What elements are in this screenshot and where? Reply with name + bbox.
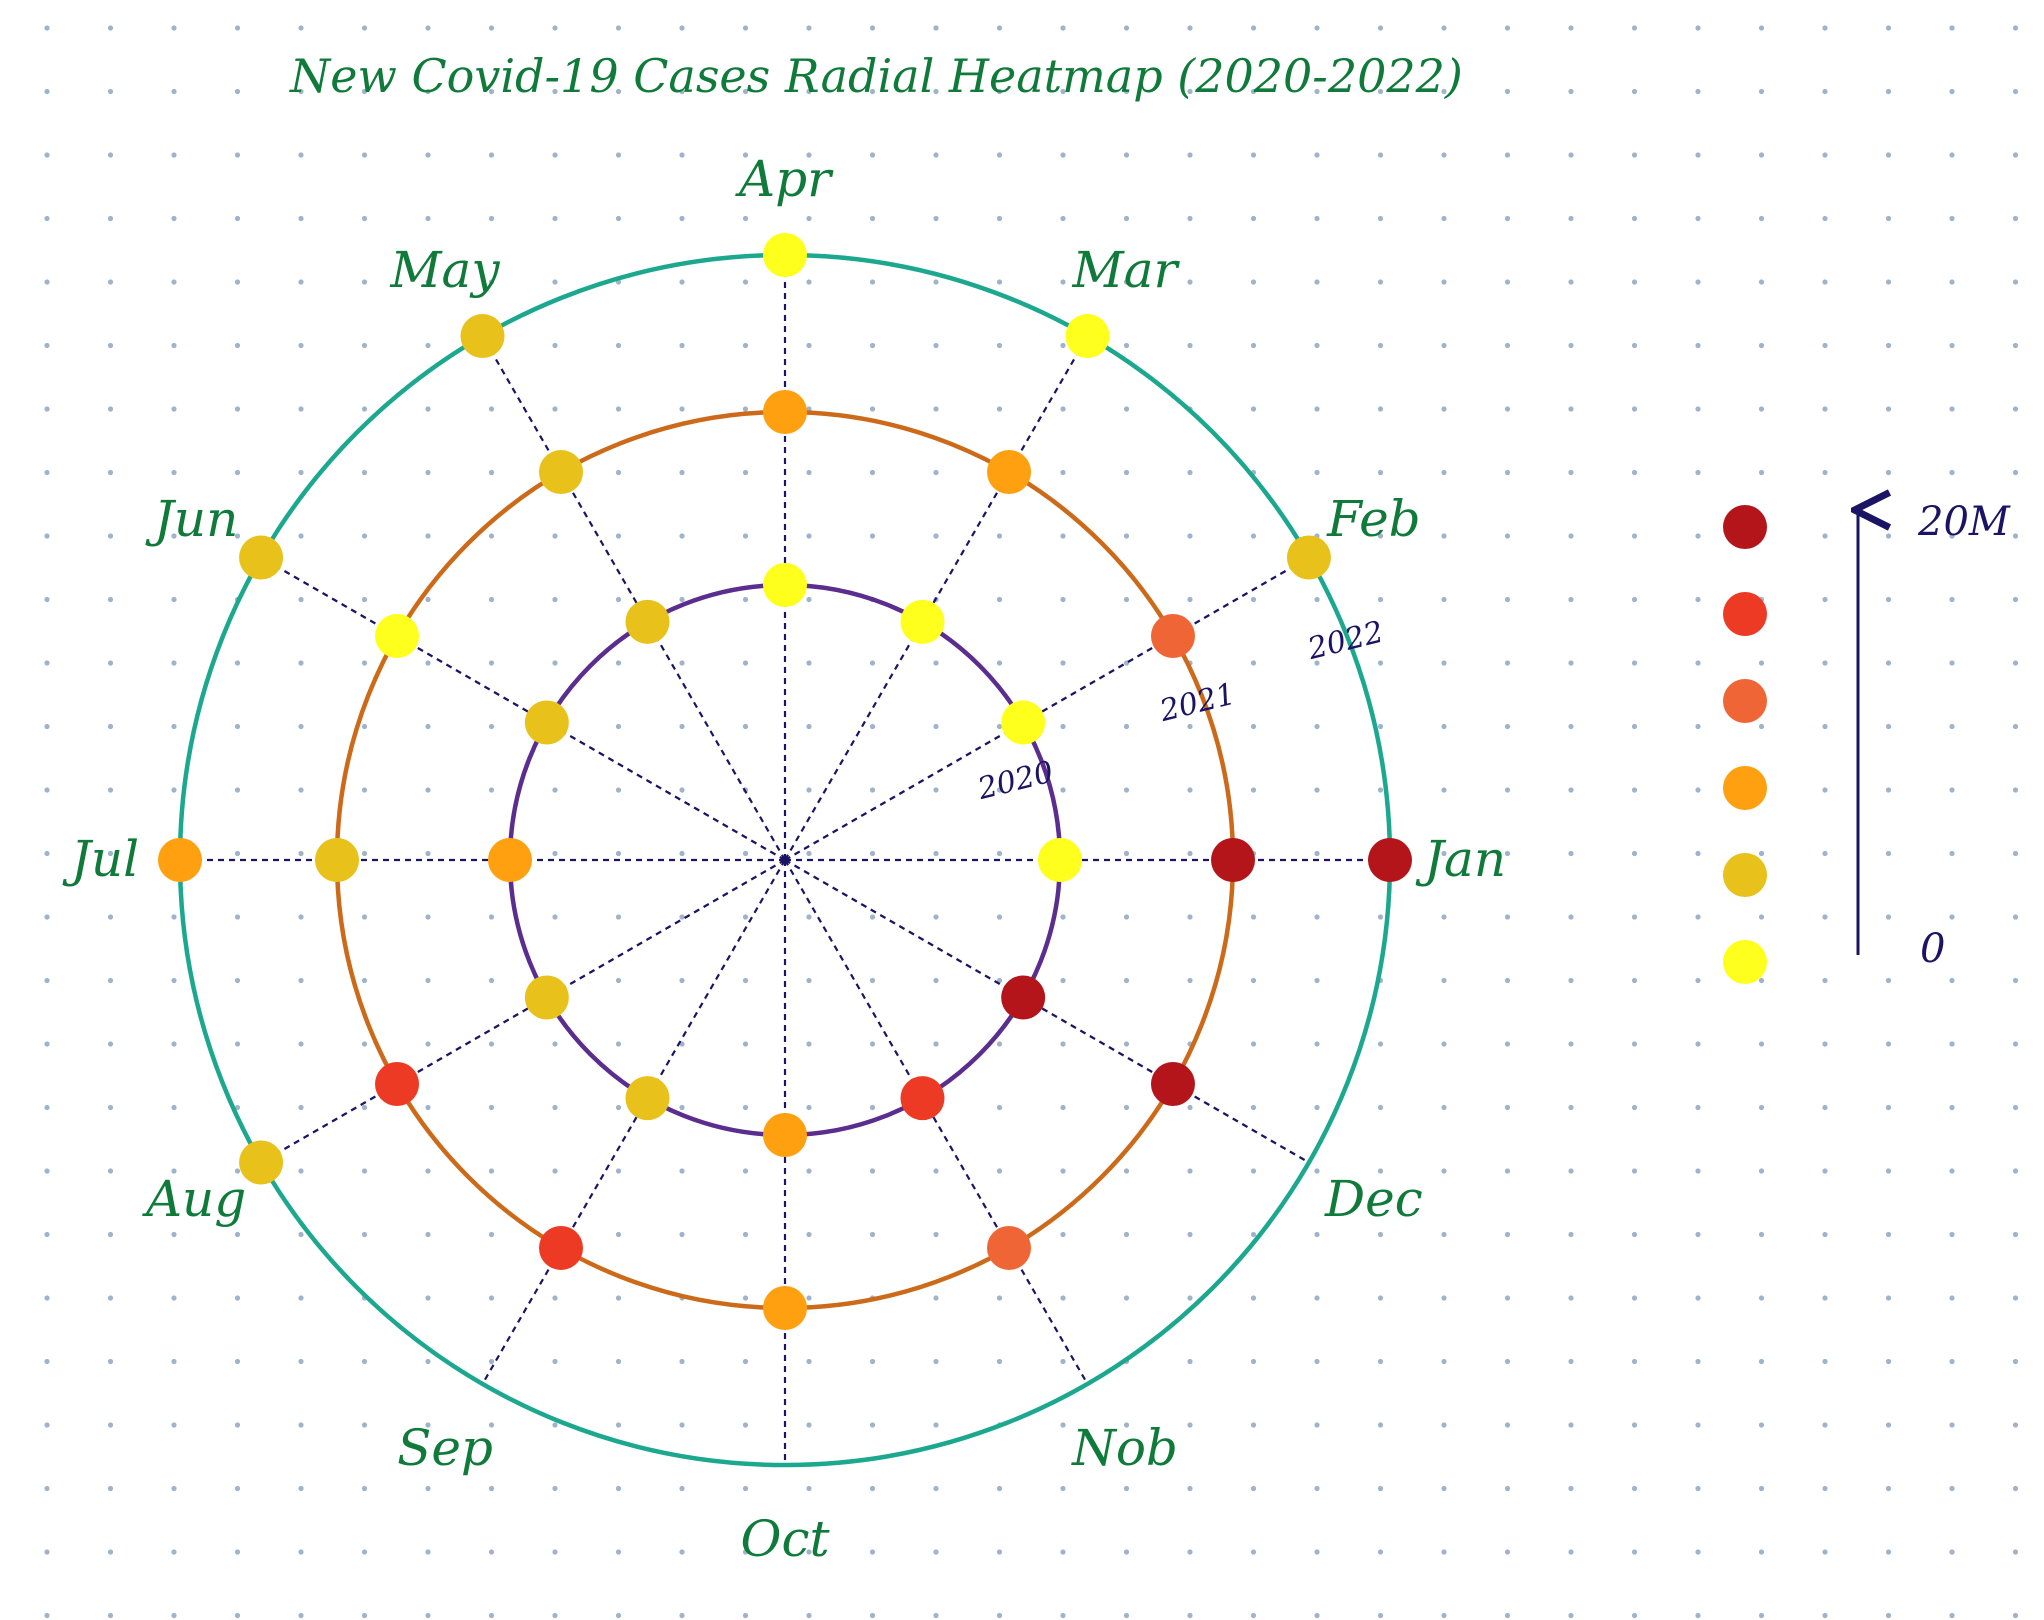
cell-2022-jun bbox=[239, 535, 284, 580]
cell-2020-jan bbox=[1038, 838, 1082, 882]
cell-2020-aug bbox=[524, 975, 569, 1020]
cell-2020-nob bbox=[900, 1076, 945, 1121]
cell-2022-mar bbox=[1065, 314, 1110, 359]
month-label-nob: Nob bbox=[1071, 1419, 1178, 1477]
month-label-aug: Aug bbox=[142, 1170, 246, 1228]
cell-2020-feb bbox=[1001, 700, 1046, 745]
cell-2020-dec bbox=[1001, 975, 1046, 1020]
spoke-sep bbox=[481, 859, 786, 1385]
cell-2021-feb bbox=[1150, 614, 1195, 658]
cell-2020-may bbox=[625, 599, 670, 644]
cell-2020-jul bbox=[488, 838, 532, 882]
spoke-mar bbox=[784, 335, 1089, 861]
spoke-dec bbox=[784, 859, 1310, 1164]
month-spokes bbox=[180, 255, 1390, 1465]
legend-swatch-2 bbox=[1723, 853, 1767, 897]
cell-2022-aug bbox=[239, 1140, 284, 1185]
legend-swatch-6 bbox=[1723, 505, 1767, 549]
cell-2022-apr bbox=[763, 233, 807, 277]
legend-swatch-3 bbox=[1723, 766, 1767, 810]
scale-max-label: 20M bbox=[1917, 499, 2011, 545]
legend-swatch-1 bbox=[1723, 940, 1767, 984]
chart-title: New Covid-19 Cases Radial Heatmap (2020-… bbox=[289, 49, 1463, 103]
spoke-may bbox=[481, 335, 786, 861]
month-label-apr: Apr bbox=[735, 150, 834, 208]
color-scale-legend: 20M 0 bbox=[1723, 499, 2011, 984]
cell-2021-aug bbox=[375, 1062, 420, 1106]
month-label-mar: Mar bbox=[1072, 241, 1181, 299]
legend-swatch-5 bbox=[1723, 592, 1767, 636]
month-label-dec: Dec bbox=[1324, 1170, 1423, 1228]
cell-2021-jan bbox=[1211, 838, 1255, 882]
cell-2020-oct bbox=[763, 1113, 807, 1157]
cell-2022-jul bbox=[158, 838, 202, 882]
spoke-nob bbox=[784, 859, 1089, 1385]
cell-2020-mar bbox=[900, 599, 945, 644]
spoke-feb bbox=[784, 556, 1310, 861]
cell-2021-may bbox=[539, 450, 583, 495]
cell-2022-feb bbox=[1286, 535, 1331, 580]
cell-2020-jun bbox=[524, 700, 569, 745]
cell-2022-jan bbox=[1368, 838, 1412, 882]
cell-2021-apr bbox=[763, 390, 807, 434]
cell-2020-apr bbox=[763, 563, 807, 607]
month-label-may: May bbox=[389, 241, 500, 299]
month-label-jul: Jul bbox=[62, 830, 139, 888]
legend-swatch-4 bbox=[1723, 679, 1767, 723]
legend-swatches bbox=[1723, 505, 1767, 984]
scale-min-label: 0 bbox=[1920, 926, 1945, 972]
heat-cells bbox=[158, 233, 1412, 1330]
cell-2022-may bbox=[460, 314, 505, 359]
month-label-oct: Oct bbox=[740, 1510, 830, 1568]
spoke-jun bbox=[260, 556, 786, 861]
cell-2021-jul bbox=[315, 838, 359, 882]
cell-2021-jun bbox=[375, 614, 420, 658]
month-label-sep: Sep bbox=[397, 1419, 493, 1477]
cell-2021-mar bbox=[987, 450, 1031, 495]
cell-2021-nob bbox=[987, 1225, 1031, 1270]
month-label-feb: Feb bbox=[1326, 490, 1421, 548]
spoke-aug bbox=[260, 859, 786, 1164]
cell-2020-sep bbox=[625, 1076, 670, 1121]
month-label-jun: Jun bbox=[145, 490, 238, 548]
month-label-jan: Jan bbox=[1415, 830, 1506, 888]
cell-2021-oct bbox=[763, 1286, 807, 1330]
cell-2021-dec bbox=[1150, 1062, 1195, 1106]
cell-2021-sep bbox=[539, 1225, 583, 1270]
